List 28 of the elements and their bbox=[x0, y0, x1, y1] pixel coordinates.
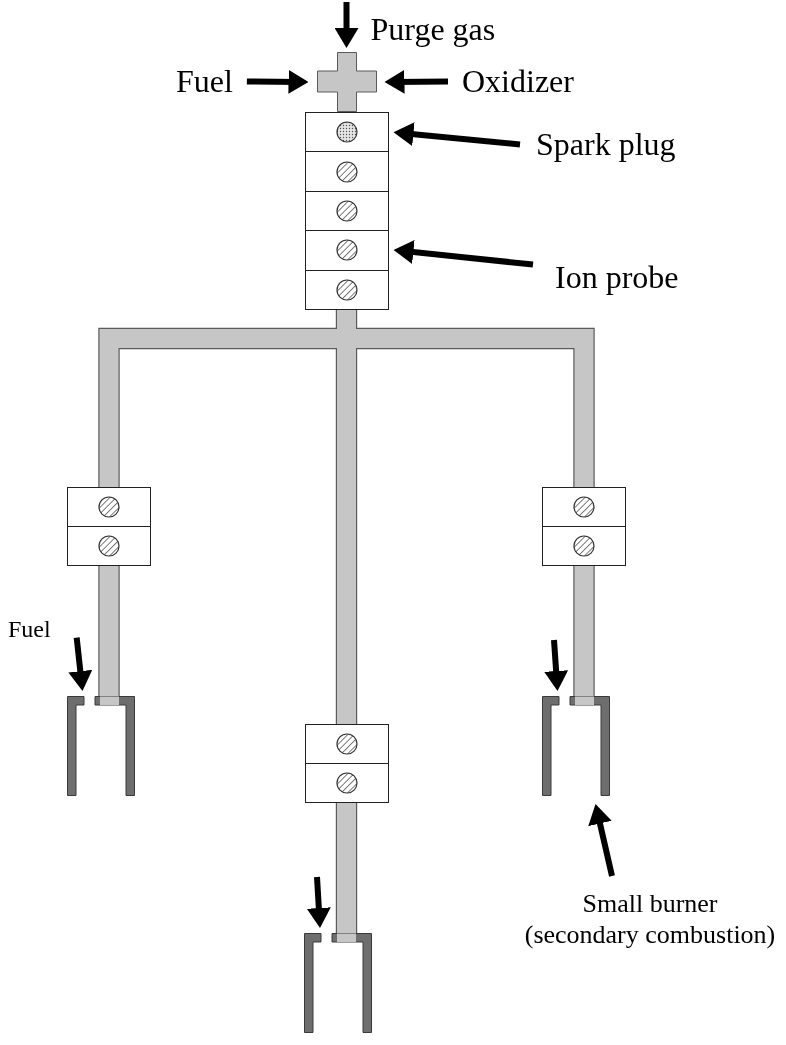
inlet-label: Fuel bbox=[8, 616, 51, 644]
pipe bbox=[337, 348, 356, 724]
arrow bbox=[393, 122, 521, 148]
arrow bbox=[384, 69, 449, 94]
pipe bbox=[337, 803, 356, 933]
pipe bbox=[356, 329, 594, 487]
inlet-label: Fuel bbox=[176, 63, 233, 100]
pipe bbox=[337, 310, 356, 348]
callout-label: Spark plug bbox=[536, 126, 676, 163]
segmented-block bbox=[542, 487, 626, 566]
burner-tube bbox=[66, 696, 135, 796]
arrow bbox=[393, 240, 534, 268]
arrow bbox=[588, 803, 615, 877]
arrow bbox=[246, 69, 309, 94]
burner-tube bbox=[541, 696, 610, 796]
arrow bbox=[544, 639, 569, 692]
callout-label: Ion probe bbox=[555, 259, 679, 296]
segmented-block bbox=[304, 112, 389, 310]
burner-tube bbox=[304, 933, 372, 1033]
arrow bbox=[334, 2, 359, 48]
segmented-block bbox=[67, 487, 151, 566]
callout-label: Small burner (secondary combustion) bbox=[520, 888, 780, 951]
arrow bbox=[68, 637, 93, 692]
arrow bbox=[306, 876, 331, 929]
segmented-block bbox=[304, 724, 389, 803]
inlet-label: Oxidizer bbox=[462, 63, 574, 100]
pipe bbox=[99, 329, 337, 487]
cross-fitting bbox=[316, 52, 377, 112]
